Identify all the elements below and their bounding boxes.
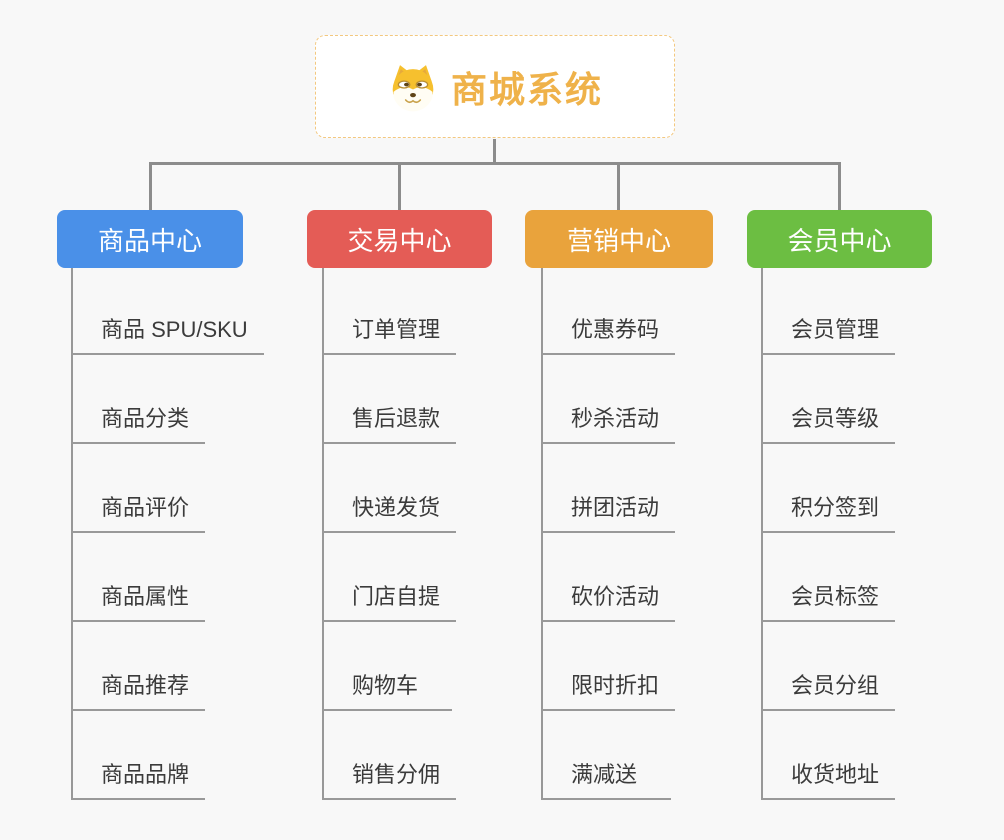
child-node[interactable]: 门店自提 [322,533,457,622]
branch-label: 商品中心 [97,225,202,256]
child-node[interactable]: 销售分佣 [322,711,457,800]
child-node[interactable]: 会员管理 [761,266,896,355]
connector-trunk [541,268,543,799]
connector-drop [617,162,620,211]
branch-trade-center[interactable]: 交易中心 [307,210,492,268]
branch-member-center[interactable]: 会员中心 [747,210,932,268]
child-node[interactable]: 限时折扣 [541,622,676,711]
child-node[interactable]: 会员分组 [761,622,896,711]
branch-label: 营销中心 [566,225,671,256]
child-node[interactable]: 满减送 [541,711,671,800]
child-node[interactable]: 拼团活动 [541,444,676,533]
root-node[interactable]: 商城系统 [315,35,675,138]
branch-children-marketing: 优惠券码 秒杀活动 拼团活动 砍价活动 限时折扣 满减送 [541,266,676,800]
child-node[interactable]: 商品品牌 [71,711,206,800]
child-node[interactable]: 会员等级 [761,355,896,444]
child-node[interactable]: 商品推荐 [71,622,206,711]
connector-trunk [761,268,763,799]
child-node[interactable]: 收货地址 [761,711,896,800]
child-node[interactable]: 订单管理 [322,266,457,355]
branch-label: 交易中心 [347,225,452,256]
branch-label: 会员中心 [787,225,892,256]
child-node[interactable]: 售后退款 [322,355,457,444]
connector-drop [398,162,401,211]
connector-drop [149,162,152,211]
child-node[interactable]: 商品分类 [71,355,206,444]
child-node[interactable]: 商品属性 [71,533,206,622]
child-node[interactable]: 积分签到 [761,444,896,533]
connector-root-stub [493,139,496,164]
child-node[interactable]: 快递发货 [322,444,457,533]
branch-children-member: 会员管理 会员等级 积分签到 会员标签 会员分组 收货地址 [761,266,896,800]
branch-marketing-center[interactable]: 营销中心 [525,210,713,268]
child-node[interactable]: 会员标签 [761,533,896,622]
connector-trunk [71,268,73,799]
branch-children-product: 商品 SPU/SKU 商品分类 商品评价 商品属性 商品推荐 商品品牌 [71,266,264,800]
child-node[interactable]: 秒杀活动 [541,355,676,444]
child-node[interactable]: 优惠券码 [541,266,676,355]
child-node[interactable]: 砍价活动 [541,533,676,622]
child-node[interactable]: 商品评价 [71,444,206,533]
connector-bus [149,162,841,165]
child-node[interactable]: 商品 SPU/SKU [71,266,264,355]
root-node-label: 商城系统 [450,68,603,110]
child-node[interactable]: 购物车 [322,622,452,711]
shiba-dog-icon [387,62,439,112]
connector-drop [838,162,841,211]
branch-product-center[interactable]: 商品中心 [57,210,243,268]
branch-children-trade: 订单管理 售后退款 快递发货 门店自提 购物车 销售分佣 [322,266,457,800]
connector-trunk [322,268,324,799]
